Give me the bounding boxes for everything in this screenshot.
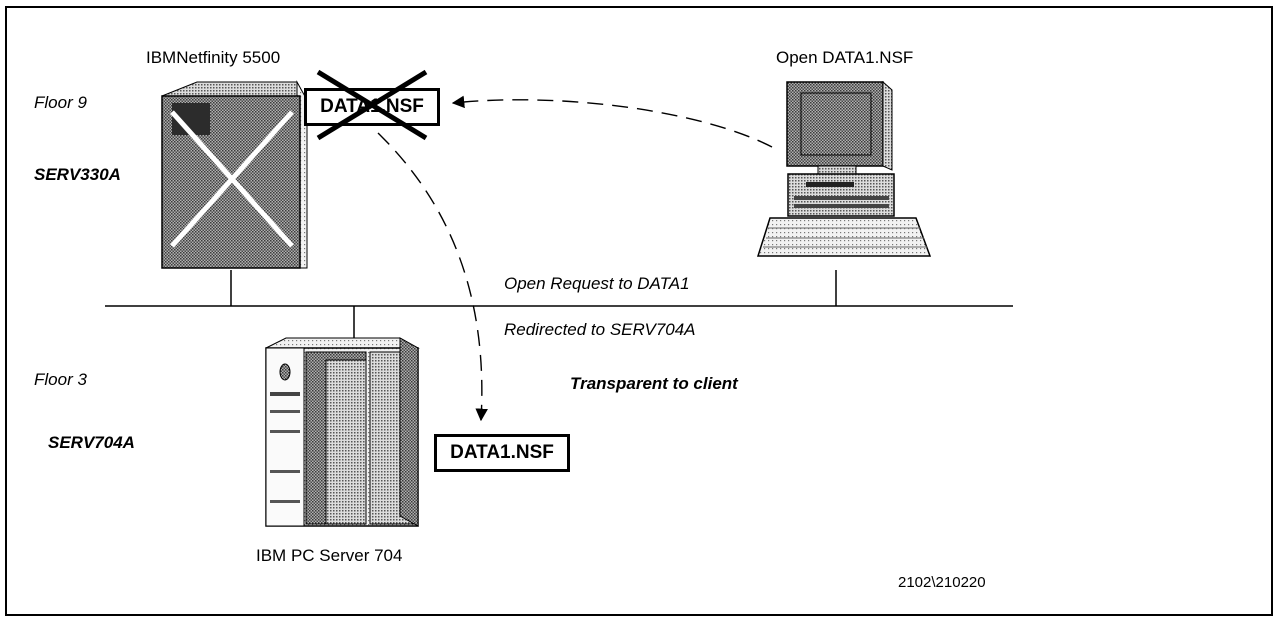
redirected-label: Redirected to SERV704A [504, 320, 696, 339]
client-action-label: Open DATA1.NSF [776, 48, 914, 67]
server-tower-icon [265, 337, 420, 527]
replica-server-id-label: SERV704A [48, 433, 135, 452]
redirect-arrow [377, 132, 488, 422]
failed-server-model-label: IBMNetfinity 5500 [146, 48, 281, 67]
floor-3-label: Floor 3 [34, 370, 87, 389]
open-request-label: Open Request to DATA1 [504, 274, 690, 293]
figure-frame [5, 6, 1273, 616]
request-arrow [451, 95, 773, 148]
failed-server-id-label: SERV330A [34, 165, 121, 184]
figure-id-label: 2102\210220 [898, 574, 986, 591]
floor-9-label: Floor 9 [34, 93, 87, 112]
replica-file-box: DATA1.NSF [434, 434, 570, 472]
file-crossed-out-icon [316, 69, 428, 141]
server-tower-icon [161, 80, 308, 269]
replica-file-label: DATA1.NSF [450, 442, 554, 463]
desktop-computer-icon [756, 80, 932, 257]
replica-server-model-label: IBM PC Server 704 [256, 546, 403, 565]
transparent-label: Transparent to client [570, 374, 738, 393]
